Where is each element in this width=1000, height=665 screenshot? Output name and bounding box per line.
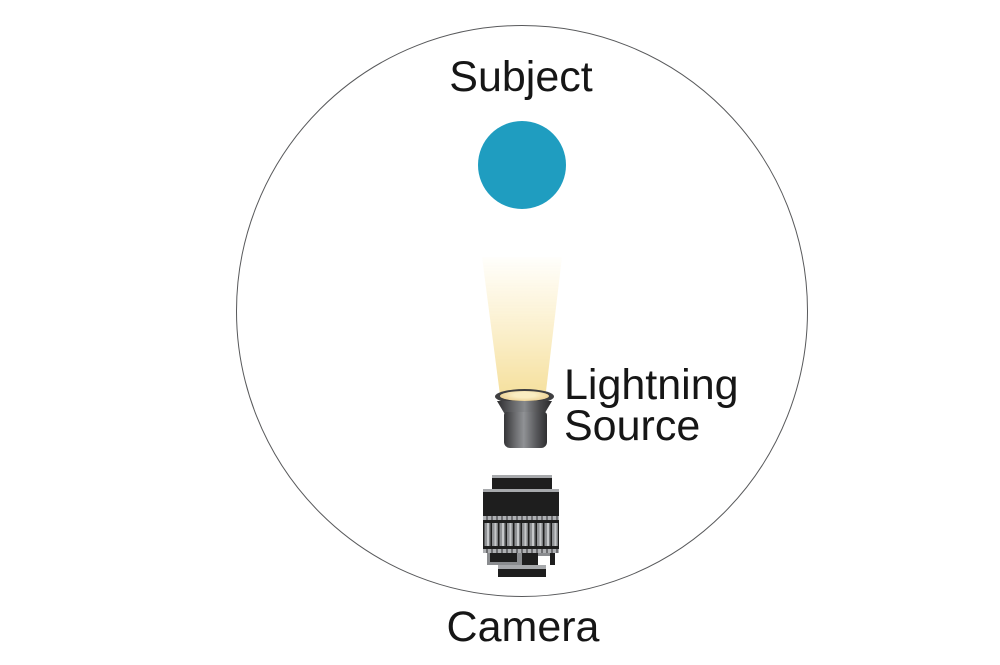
lamp-body-icon <box>504 412 547 448</box>
light-source-label-line1: Lightning <box>564 361 739 409</box>
subject-label: Subject <box>449 53 593 101</box>
mount-block-right <box>550 553 555 565</box>
lens-knurl-top <box>483 516 559 520</box>
setup-boundary-circle <box>236 25 808 597</box>
mount-block-left <box>490 553 517 562</box>
lens-ribs <box>483 523 559 546</box>
camera-lens-cap-icon <box>492 475 552 489</box>
camera-lens-base-icon <box>498 565 546 577</box>
subject-dot-icon <box>478 121 566 209</box>
lens-ring-line-top <box>483 520 559 523</box>
mount-block-mid <box>522 553 538 565</box>
camera-label: Camera <box>446 603 600 651</box>
lens-ring-line-bottom <box>483 546 559 549</box>
lamp-glow-icon <box>500 391 549 401</box>
light-source-label-line2: Source <box>564 402 701 450</box>
lens-knurl-bottom <box>483 549 559 553</box>
camera-lens-mount-icon <box>487 553 555 565</box>
camera-lens-body-icon <box>483 489 559 516</box>
camera-lens-focus-ring-icon <box>483 516 559 553</box>
mount-notch <box>538 556 550 565</box>
lamp-funnel-icon <box>497 401 552 414</box>
light-source-label: Lightning Source <box>564 361 739 450</box>
